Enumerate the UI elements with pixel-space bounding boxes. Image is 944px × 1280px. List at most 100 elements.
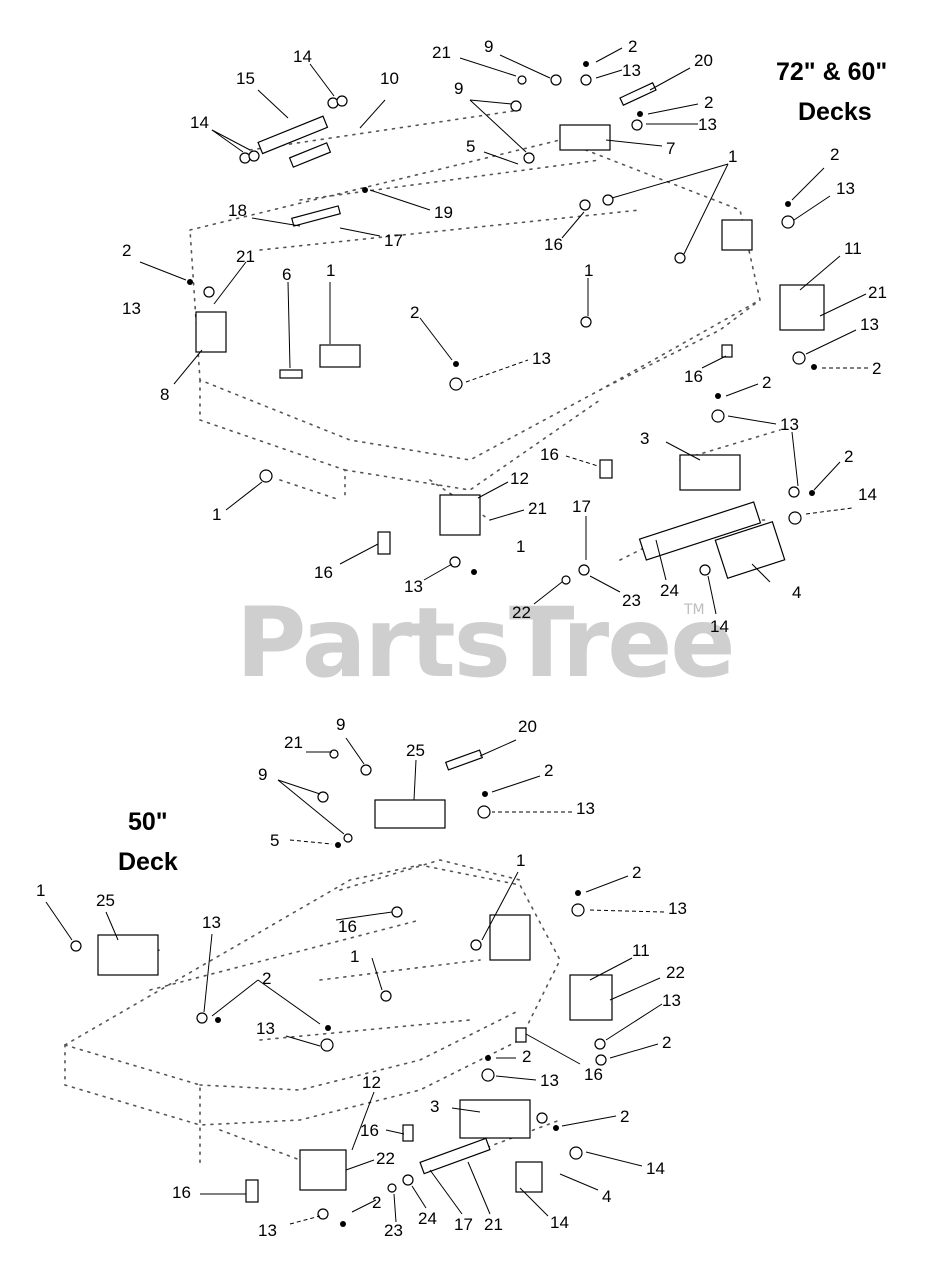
pin-part-15 <box>257 115 329 155</box>
cylinder-part-4 <box>714 520 786 580</box>
callout: 21 <box>236 247 255 266</box>
bolt-head-part <box>259 469 273 483</box>
callout: 1 <box>326 261 335 280</box>
deck-50-title-line1: 50" <box>128 808 168 836</box>
washer-part <box>320 1038 334 1052</box>
deck-72-60-parts <box>187 61 825 585</box>
callout: 25 <box>406 741 425 760</box>
callout: 21 <box>528 499 547 518</box>
washer-part <box>449 556 461 568</box>
washer-part <box>360 764 372 776</box>
callout: 24 <box>418 1209 437 1228</box>
callout: 13 <box>836 179 855 198</box>
washer-part <box>336 95 348 107</box>
washer-part <box>481 1068 495 1082</box>
callout: 13 <box>780 415 799 434</box>
nut-part <box>553 1125 559 1131</box>
callout: 21 <box>868 283 887 302</box>
bolt-part-16 <box>515 1027 527 1043</box>
bolt-head-part <box>674 252 686 264</box>
callout: 19 <box>434 203 453 222</box>
deck-72-60-callouts: 14 15 10 14 21 9 9 5 2 13 20 2 13 7 1 16… <box>122 37 887 636</box>
callout: 2 <box>762 373 771 392</box>
callout: 16 <box>684 367 703 386</box>
deck-50-parts <box>70 749 613 1227</box>
bracket-part-3 <box>679 454 741 491</box>
washer-part <box>523 152 535 164</box>
callout: 16 <box>360 1121 379 1140</box>
pin-part-6 <box>279 369 303 379</box>
callout: 4 <box>792 583 801 602</box>
bolt-part-16 <box>377 531 391 555</box>
nut-part <box>637 111 643 117</box>
nut-part <box>335 842 341 848</box>
deck-72-60-body-outline <box>189 109 781 561</box>
callout: 10 <box>380 69 399 88</box>
washer-part <box>449 377 463 391</box>
watermark-text: PartsTree <box>236 587 733 699</box>
callout: 2 <box>844 447 853 466</box>
deck-50-callouts: 21 9 25 20 9 2 13 5 1 25 13 16 1 2 13 11… <box>36 715 687 1240</box>
watermark-trademark: TM <box>683 602 705 618</box>
bolt-part-16 <box>721 344 733 358</box>
washer-part <box>569 1146 583 1160</box>
callout: 8 <box>160 385 169 404</box>
rod-part-18 <box>291 205 341 227</box>
deck-72-60-title-line1: 72" & 60" <box>776 58 887 86</box>
washer-part <box>536 1112 548 1124</box>
callout: 2 <box>872 359 881 378</box>
washer-part <box>327 97 339 109</box>
callout: 2 <box>628 37 637 56</box>
callout: 3 <box>430 1097 439 1116</box>
callout: 16 <box>314 563 333 582</box>
washer-part <box>792 351 806 365</box>
callout: 13 <box>576 799 595 818</box>
washer-part <box>317 791 329 803</box>
nut-part <box>325 1025 331 1031</box>
callout: 16 <box>544 235 563 254</box>
washer-part <box>343 833 353 843</box>
deck-72-60-title-line2: Decks <box>798 98 872 126</box>
callout: 5 <box>466 137 475 156</box>
bracket-part-25 <box>374 799 446 829</box>
callout: 4 <box>602 1187 611 1206</box>
bracket-part <box>721 219 753 251</box>
deck-50-title-line2: Deck <box>118 848 178 876</box>
callout: 15 <box>236 69 255 88</box>
callout: 2 <box>632 863 641 882</box>
callout: 1 <box>212 505 221 524</box>
callout: 22 <box>512 603 531 622</box>
bracket-part-11 <box>779 284 825 331</box>
bolt-head-part <box>470 939 482 951</box>
callout: 13 <box>256 1019 275 1038</box>
bracket-part-25 <box>97 934 159 976</box>
nut-part <box>715 393 721 399</box>
nut-part <box>485 1055 491 1061</box>
callout: 9 <box>454 79 463 98</box>
washer-part <box>788 511 802 525</box>
callout: 9 <box>336 715 345 734</box>
callout: 16 <box>584 1065 603 1084</box>
bracket-part-12 <box>299 1149 347 1191</box>
callout: 14 <box>646 1159 665 1178</box>
nut-part <box>187 279 193 285</box>
nut-part-19 <box>362 187 368 193</box>
nut-part <box>809 490 815 496</box>
bolt-head-part-16 <box>391 906 403 918</box>
bolt-part-16 <box>402 1124 414 1142</box>
nut-part <box>215 1017 221 1023</box>
callout: 13 <box>698 115 717 134</box>
callout: 11 <box>632 941 650 960</box>
tube-part-24 <box>638 501 762 561</box>
washer-part <box>196 1012 208 1024</box>
callout: 14 <box>858 485 877 504</box>
washer-part <box>594 1038 606 1050</box>
callout: 21 <box>432 43 451 62</box>
callout: 2 <box>544 761 553 780</box>
callout: 3 <box>640 429 649 448</box>
bolt-part-20 <box>444 749 484 771</box>
washer-part <box>781 215 795 229</box>
bracket-part-3 <box>459 1099 531 1139</box>
callout: 14 <box>190 113 209 132</box>
bracket-part-8 <box>195 311 227 353</box>
